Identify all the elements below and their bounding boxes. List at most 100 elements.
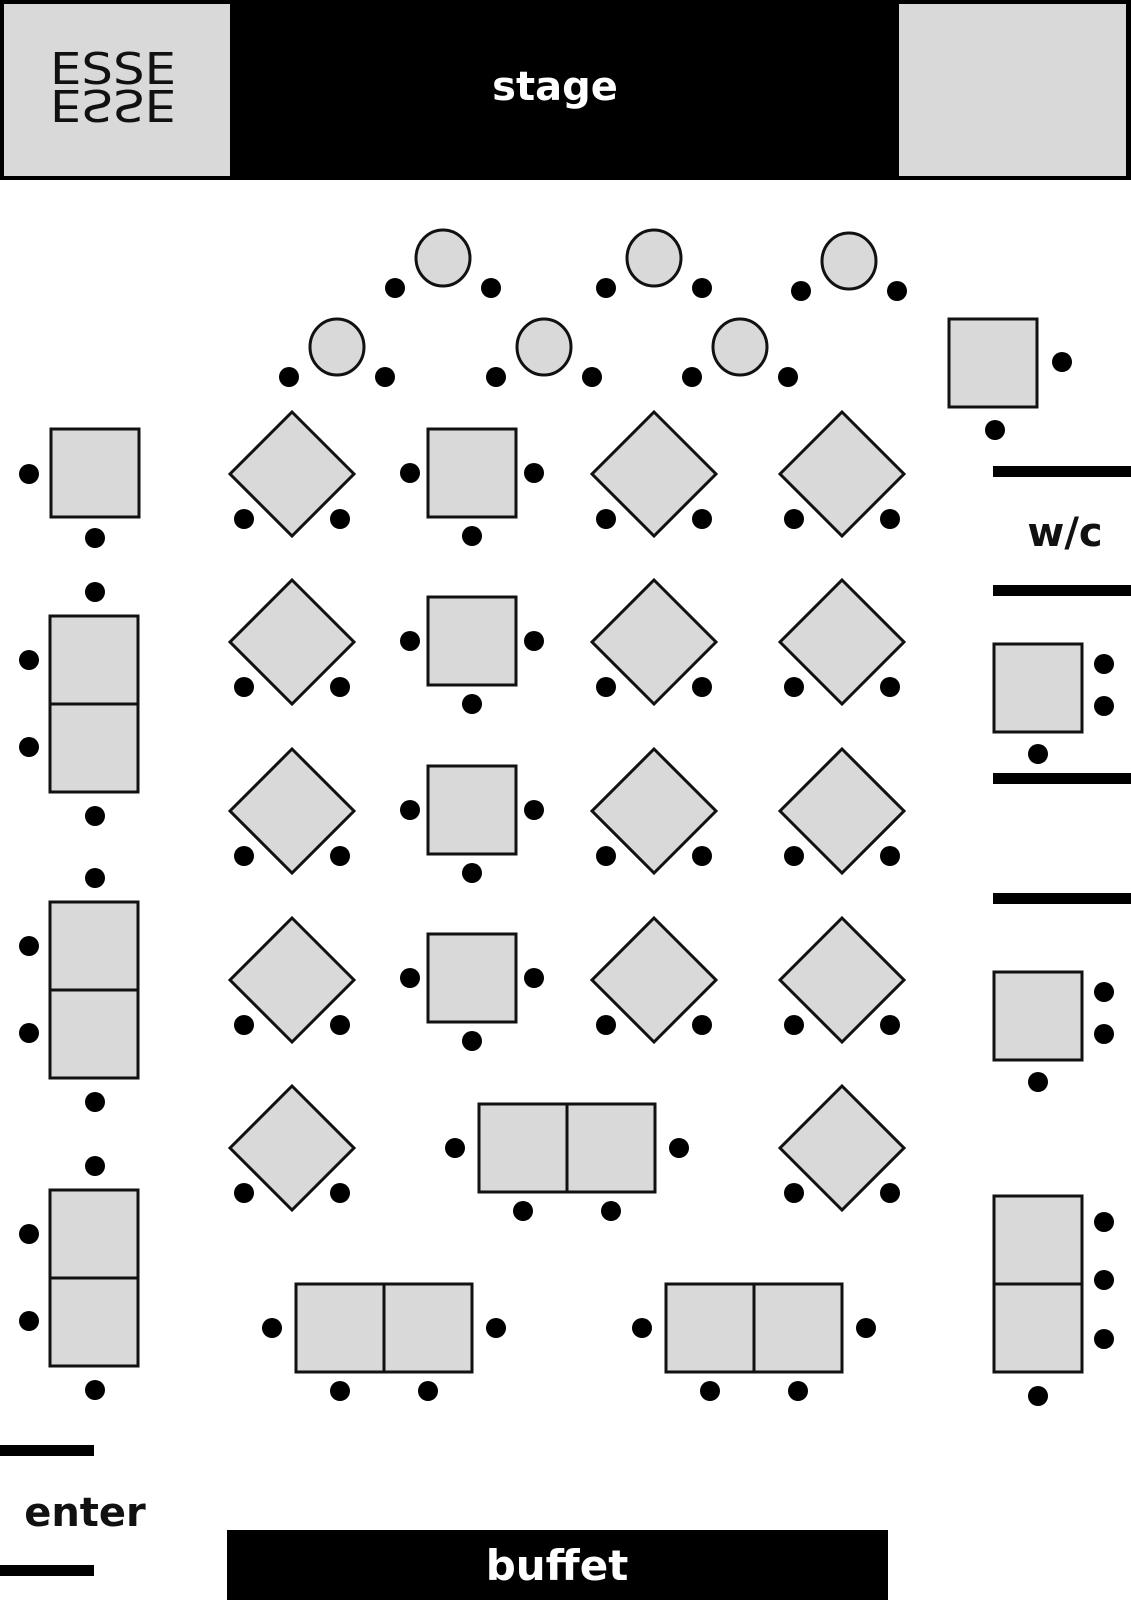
seat (1094, 696, 1114, 716)
seat (880, 846, 900, 866)
seat (791, 281, 811, 301)
diamond-table (589, 915, 719, 1045)
wall-segment (993, 893, 1131, 904)
seat (418, 1381, 438, 1401)
enter-wall-top (0, 1445, 94, 1456)
seat (19, 464, 39, 484)
seat (19, 1311, 39, 1331)
round-table (625, 228, 683, 288)
seat (19, 1224, 39, 1244)
seat (85, 868, 105, 888)
seat (481, 278, 501, 298)
enter-wall-bottom (0, 1565, 94, 1576)
furniture-layer (19, 228, 1114, 1406)
seat (400, 631, 420, 651)
seat (856, 1318, 876, 1338)
seat (692, 278, 712, 298)
square-table (426, 932, 518, 1024)
round-table (820, 231, 878, 291)
seat (1028, 1072, 1048, 1092)
seat (669, 1138, 689, 1158)
seat (596, 1015, 616, 1035)
buffet-label: buffet (486, 1541, 629, 1590)
seat (692, 846, 712, 866)
square-table (426, 764, 518, 856)
seat (19, 1023, 39, 1043)
seat (784, 677, 804, 697)
seat (778, 367, 798, 387)
logo-box (4, 4, 230, 176)
seat (330, 1381, 350, 1401)
seat (486, 1318, 506, 1338)
seat (513, 1201, 533, 1221)
square-table (947, 317, 1039, 409)
seat (880, 1183, 900, 1203)
seat (234, 1015, 254, 1035)
seat (330, 1015, 350, 1035)
seat (582, 367, 602, 387)
diamond-table (777, 409, 907, 539)
diamond-table (589, 409, 719, 539)
wall-segment (993, 773, 1131, 784)
seat (692, 677, 712, 697)
seat (330, 1183, 350, 1203)
seat (330, 509, 350, 529)
seat (596, 278, 616, 298)
seat (700, 1381, 720, 1401)
seat (330, 677, 350, 697)
seat (596, 509, 616, 529)
seat (85, 528, 105, 548)
seat (385, 278, 405, 298)
diamond-table (227, 1083, 357, 1213)
wc-label: w/c (1027, 510, 1102, 556)
seat (784, 509, 804, 529)
diamond-table (777, 915, 907, 1045)
seat (234, 509, 254, 529)
seat (234, 677, 254, 697)
square-table (49, 427, 141, 519)
seat (462, 694, 482, 714)
seat (632, 1318, 652, 1338)
seat (601, 1201, 621, 1221)
seat (400, 800, 420, 820)
round-table (414, 228, 472, 288)
seat (1028, 744, 1048, 764)
seat (19, 737, 39, 757)
diamond-table (227, 915, 357, 1045)
diamond-table (227, 577, 357, 707)
seat (234, 846, 254, 866)
diamond-table (227, 409, 357, 539)
seat (19, 936, 39, 956)
seat (375, 367, 395, 387)
square-table (426, 427, 518, 519)
diamond-table (777, 1083, 907, 1213)
seat (784, 846, 804, 866)
seat (262, 1318, 282, 1338)
seat (1094, 982, 1114, 1002)
seat (85, 1092, 105, 1112)
round-table (515, 317, 573, 377)
seat (880, 509, 900, 529)
seat (596, 677, 616, 697)
seat (400, 463, 420, 483)
seat (1094, 1212, 1114, 1232)
enter-label: enter (24, 1490, 146, 1536)
seat (445, 1138, 465, 1158)
square-table (426, 595, 518, 687)
seat (524, 800, 544, 820)
seat (462, 526, 482, 546)
seat (1094, 1270, 1114, 1290)
seat (85, 1156, 105, 1176)
seat (85, 1380, 105, 1400)
seat (330, 846, 350, 866)
seat (279, 367, 299, 387)
seat (692, 509, 712, 529)
seat (462, 863, 482, 883)
seat (400, 968, 420, 988)
seat (85, 582, 105, 602)
seat (85, 806, 105, 826)
round-table (711, 317, 769, 377)
diamond-table (777, 577, 907, 707)
